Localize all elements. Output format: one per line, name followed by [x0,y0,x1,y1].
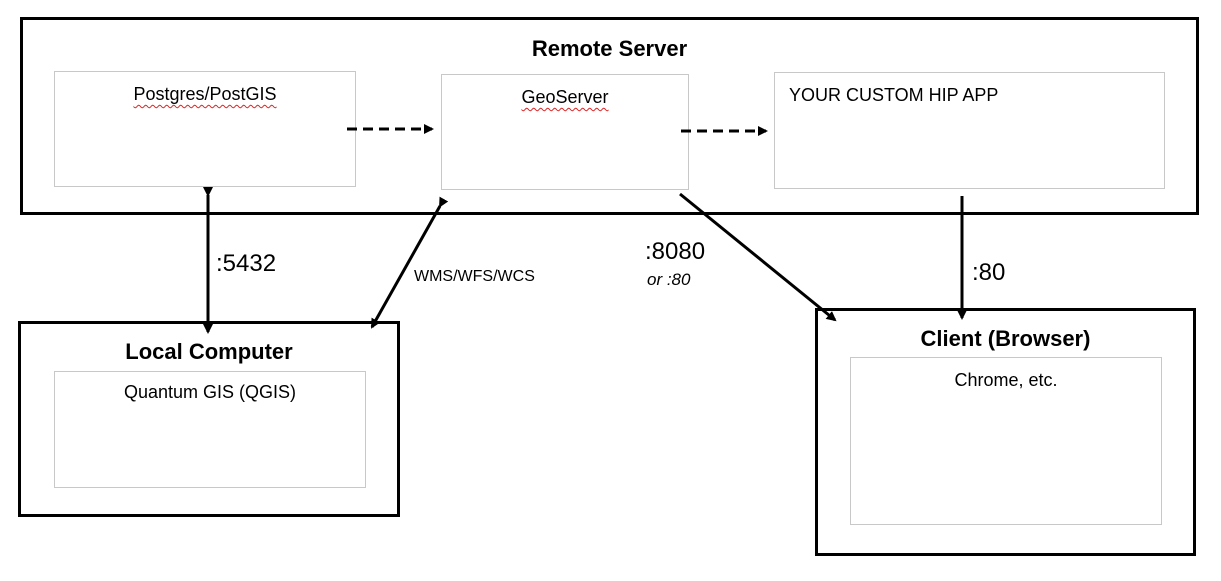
ogc-services-label: WMS/WFS/WCS [414,268,535,285]
chrome-label: Chrome, etc. [954,370,1058,390]
postgres-label: Postgres/PostGIS [133,84,277,104]
geoserver-port-alt-label: or :80 [647,270,691,289]
geoserver-port-label: :8080 [645,238,706,265]
remote-server-title: Remote Server [531,36,688,61]
local-computer-title: Local Computer [125,339,293,364]
geoserver-label: GeoServer [521,87,609,107]
qgis-label: Quantum GIS (QGIS) [123,382,297,402]
postgres-node: Postgres/PostGIS [54,71,356,187]
custom-app-node: YOUR CUSTOM HIP APP [774,72,1165,189]
geoserver-local-edge [370,196,449,329]
postgres-port-label: :5432 [216,250,277,277]
custom-app-label: YOUR CUSTOM HIP APP [789,85,999,105]
qgis-node: Quantum GIS (QGIS) [54,371,366,488]
chrome-node: Chrome, etc. [850,357,1162,525]
client-title: Client (Browser) [920,326,1091,351]
app-port-label: :80 [972,259,1006,286]
geoserver-node: GeoServer [441,74,689,190]
